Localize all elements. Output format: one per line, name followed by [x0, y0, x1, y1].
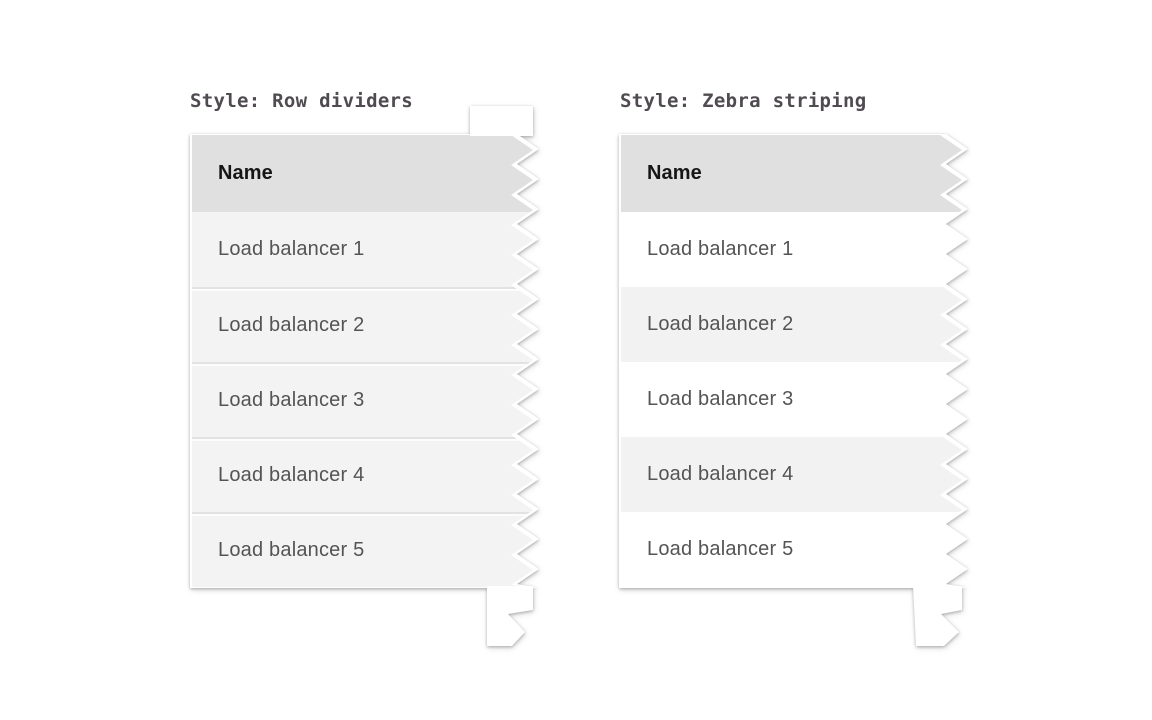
- torn-paper-tab-bottom: [913, 586, 962, 646]
- table-row[interactable]: Load balancer 2: [192, 287, 533, 362]
- table-row[interactable]: Load balancer 3: [621, 362, 962, 437]
- table-row[interactable]: Load balancer 5: [621, 512, 962, 587]
- table-row[interactable]: Load balancer 1: [192, 212, 533, 287]
- table-row[interactable]: Load balancer 4: [192, 437, 533, 512]
- style-label-row-dividers: Style: Row dividers: [190, 90, 414, 112]
- style-label-zebra-striping: Style: Zebra striping: [620, 90, 867, 112]
- data-table-row-dividers: Name Load balancer 1 Load balancer 2 Loa…: [192, 135, 533, 587]
- table-row[interactable]: Load balancer 1: [621, 212, 962, 287]
- torn-screenshot-row-dividers: Name Load balancer 1 Load balancer 2 Loa…: [190, 106, 539, 646]
- table-row[interactable]: Load balancer 5: [192, 512, 533, 587]
- data-table-zebra-striping: Name Load balancer 1 Load balancer 2 Loa…: [621, 135, 962, 587]
- torn-screenshot-zebra-striping: Name Load balancer 1 Load balancer 2 Loa…: [619, 134, 968, 646]
- table-row[interactable]: Load balancer 2: [621, 287, 962, 362]
- table-header-cell: Name: [192, 135, 533, 212]
- table-row[interactable]: Load balancer 4: [621, 437, 962, 512]
- torn-paper-tab-bottom: [487, 586, 533, 646]
- table-header-cell: Name: [621, 135, 962, 212]
- table-row[interactable]: Load balancer 3: [192, 362, 533, 437]
- torn-paper-tab-top: [470, 106, 533, 136]
